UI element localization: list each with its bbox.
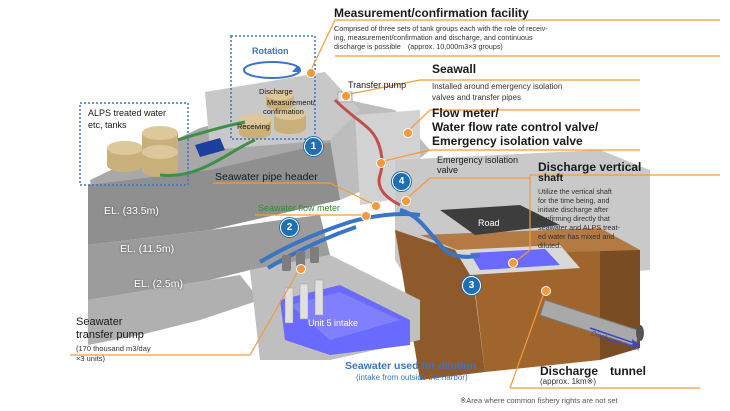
elevation-11-5: EL. (11.5m) <box>120 243 175 255</box>
tank-group-right <box>239 90 306 139</box>
rotation-arrow <box>243 61 301 79</box>
callout-dot-tunnel <box>541 286 551 296</box>
tunnel-desc: (approx. 1km※) <box>540 377 597 386</box>
shaft-desc-4: confirming directly that <box>538 214 610 223</box>
seawater-pump-desc-1: (170 thousand m3/day <box>76 344 151 353</box>
seawater-pump-desc-2: ×3 units) <box>76 354 105 363</box>
callout-dot-pipe-header <box>371 201 381 211</box>
measurement-desc-2: ing, measurement/confirmation and discha… <box>334 33 533 42</box>
seawater-pump-title-2: transfer pump <box>76 329 144 341</box>
alps-box <box>79 102 189 186</box>
rotation-arrow-head <box>292 66 301 72</box>
callout-dot-measurement <box>306 68 316 78</box>
callout-lines <box>70 19 720 389</box>
pipe-header-label: Seawater pipe header <box>215 171 318 183</box>
badge-1: 1 <box>304 137 323 156</box>
alps-label-2: etc, tanks <box>88 120 127 130</box>
measurement-desc-1: Comprised of three sets of tank groups e… <box>334 24 548 33</box>
shaft-desc-2: for the time being, and <box>538 196 610 205</box>
elevation-33-5: EL. (33.5m) <box>104 205 159 217</box>
outlet-arrow-head <box>632 339 640 347</box>
unit5-intake-label: Unit 5 intake <box>308 318 359 328</box>
stage-measurement-1: Measurement/ <box>267 98 315 107</box>
badge-3: 3 <box>462 276 481 295</box>
dilution-title: Seawater used for dilution <box>345 360 477 372</box>
emergency-valve-1: Emergency isolation <box>437 155 519 165</box>
callout-dot-transfer-pump <box>341 91 351 101</box>
measurement-desc-3: discharge is possible (approx. 10,000m3×… <box>334 42 503 51</box>
seawall-desc-1: Installed around emergency isolation <box>432 82 563 91</box>
green-pipe <box>159 120 256 178</box>
shaft-title-2: shaft <box>538 172 564 184</box>
badge-4: 4 <box>392 172 411 191</box>
measurement-title: Measurement/confirmation facility <box>334 6 529 20</box>
flow-meter-line-1: Flow meter/ <box>432 106 499 120</box>
shaft-title-1: Discharge vertical <box>538 160 642 174</box>
callout-dot-emergency-valve <box>401 196 411 206</box>
callout-dot-flow-meter <box>376 158 386 168</box>
elevation-2-5: EL. (2.5m) <box>134 278 184 290</box>
shaft-desc-1: Utilize the vertical shaft <box>538 187 612 196</box>
blue-pipe-header <box>258 211 421 264</box>
stage-discharge: Discharge <box>259 87 293 96</box>
stage-measurement-2: confirmation <box>263 107 304 116</box>
callout-dot-seawall <box>403 128 413 138</box>
footnote: ※Area where common fishery rights are no… <box>460 396 618 405</box>
transfer-pump-label: Transfer pump <box>348 80 407 90</box>
dilution-desc: (intake from outside the harbor) <box>356 373 468 382</box>
flow-meter-line-2: Water flow rate control valve/ <box>432 120 599 134</box>
building-blue <box>195 138 225 157</box>
seawall-title: Seawall <box>432 62 477 76</box>
blue-pipe-2 <box>266 225 357 270</box>
intake-gates <box>284 279 324 324</box>
callout-dot-seawater-flow-meter <box>361 211 371 221</box>
terrace-33 <box>88 140 395 245</box>
seawater-flow-meter-label: Seawater flow meter <box>258 203 341 213</box>
red-pipe <box>333 98 401 207</box>
alps-label-1: ALPS treated water <box>88 108 167 118</box>
shaft-desc-3: initiate discharge after <box>538 205 609 214</box>
soil-left <box>395 230 485 380</box>
callout-dot-pump <box>296 264 306 274</box>
rotation-label: Rotation <box>252 46 289 56</box>
emergency-valve-2: valve <box>437 165 459 175</box>
outlet-arrow-line <box>589 327 641 346</box>
callout-dot-shaft <box>508 258 518 268</box>
badge-2: 2 <box>280 218 299 237</box>
shaft-desc-6: ed water has mixed and <box>538 232 615 241</box>
road-label: Road <box>478 218 500 228</box>
tank-group-left <box>107 126 178 177</box>
blue-pipe-3 <box>399 208 481 259</box>
terrace-2 <box>88 275 260 345</box>
terrace-11 <box>88 215 330 300</box>
stage-receiving: Receiving <box>237 122 270 131</box>
flow-meter-line-3: Emergency isolation valve <box>432 134 583 148</box>
tunnel-title: Discharge tunnel <box>540 364 647 378</box>
shaft-desc-7: diluted. <box>538 241 562 250</box>
shaft-desc-5: seawater and ALPS treat- <box>538 223 620 232</box>
seawall-desc-2: valves and transfer pipes <box>432 93 521 102</box>
tunnel-pipe-end <box>636 325 644 341</box>
rotation-box <box>230 35 316 140</box>
seawater-pumps <box>282 247 319 271</box>
seawater-pump-title-1: Seawater <box>76 316 123 328</box>
